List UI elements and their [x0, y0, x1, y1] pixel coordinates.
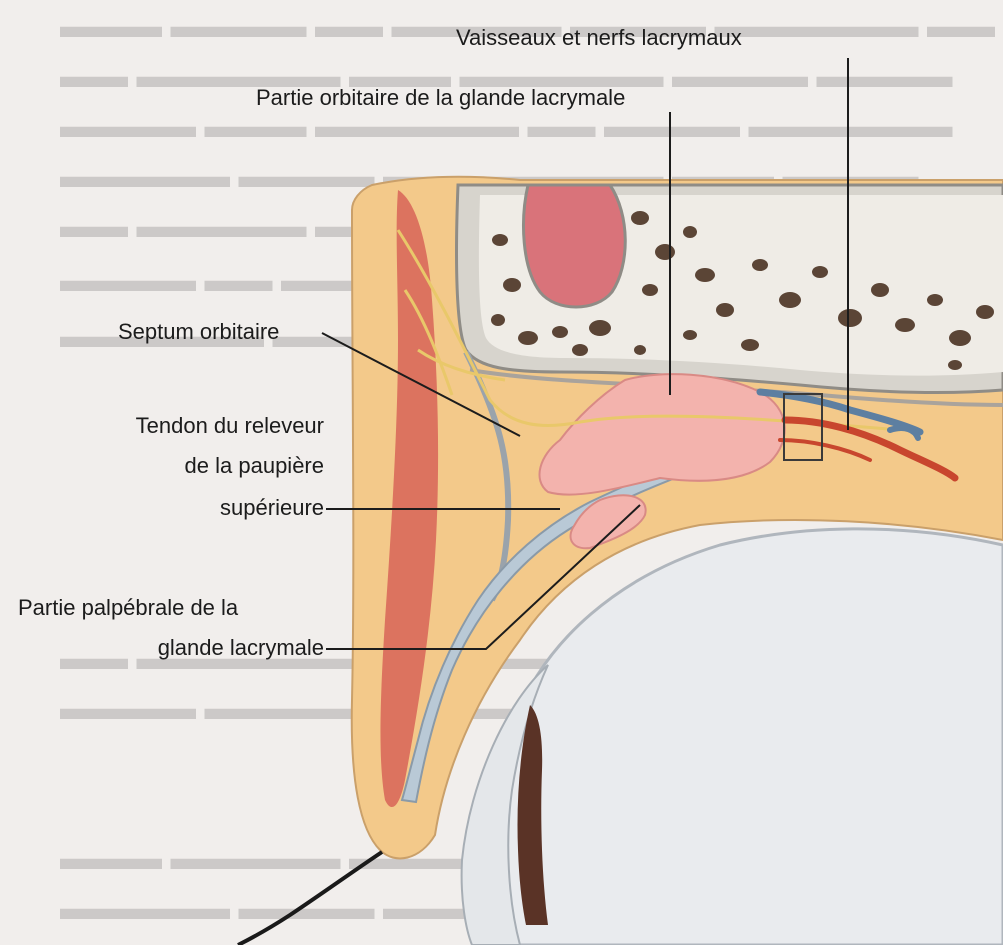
label-vessels-and-nerves: Vaisseaux et nerfs lacrymaux	[456, 24, 742, 52]
label-septum: Septum orbitaire	[118, 318, 279, 346]
eyelash	[238, 852, 382, 945]
label-orbital-part: Partie orbitaire de la glande lacrymale	[256, 84, 625, 112]
eyeball	[502, 529, 1003, 945]
label-tendon-line1: Tendon du releveur	[28, 412, 324, 440]
label-tendon-line3: supérieure	[28, 494, 324, 522]
label-tendon-line2: de la paupière	[28, 452, 324, 480]
frontal-sinus	[524, 185, 626, 307]
label-palpebral-line1: Partie palpébrale de la	[18, 594, 238, 622]
label-palpebral-line2: glande lacrymale	[18, 634, 324, 662]
